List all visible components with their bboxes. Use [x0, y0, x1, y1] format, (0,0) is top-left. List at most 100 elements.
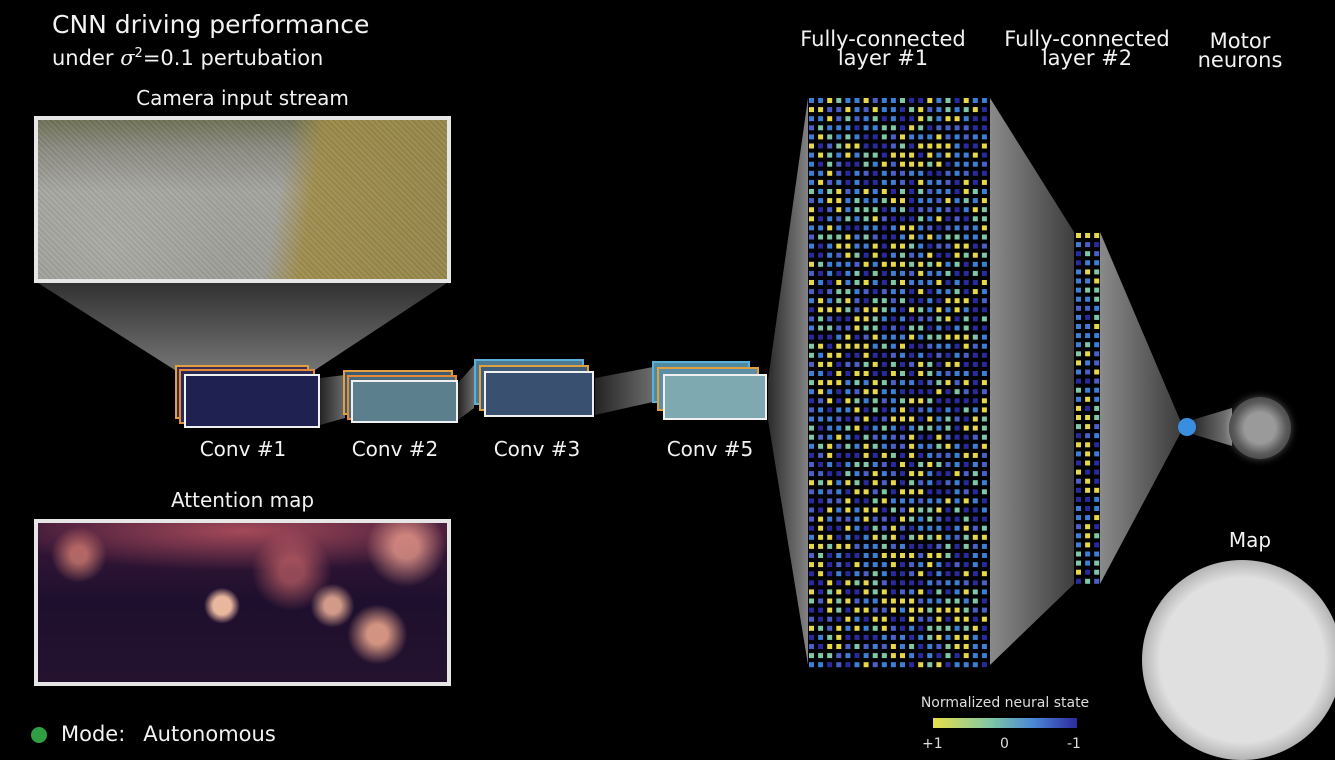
neuron — [900, 489, 905, 495]
neuron — [972, 562, 978, 568]
neuron — [845, 553, 851, 558]
neuron — [918, 107, 924, 113]
neuron — [818, 653, 824, 659]
neuron — [881, 398, 887, 404]
neuron — [909, 207, 915, 213]
neuron — [963, 398, 969, 404]
neuron — [945, 534, 951, 540]
neuron — [863, 616, 869, 622]
neuron — [918, 480, 924, 486]
neuron — [927, 316, 933, 322]
neuron — [909, 516, 915, 522]
neuron — [827, 307, 833, 313]
neuron — [845, 516, 851, 522]
neuron — [836, 471, 842, 477]
neuron — [945, 507, 951, 513]
neuron — [854, 189, 860, 194]
neuron — [890, 189, 896, 194]
neuron — [863, 361, 869, 367]
neuron — [972, 280, 978, 285]
neuron — [854, 225, 860, 231]
neuron — [981, 562, 987, 568]
neuron — [863, 589, 869, 595]
neuron — [1076, 233, 1081, 238]
neuron — [836, 98, 842, 103]
neuron — [809, 198, 814, 204]
neuron — [818, 161, 824, 167]
neuron — [818, 116, 824, 122]
neuron — [881, 152, 887, 158]
neuron — [900, 298, 905, 304]
neuron — [818, 425, 824, 431]
neuron — [918, 580, 924, 586]
neuron — [972, 234, 978, 240]
neuron — [972, 98, 978, 103]
neuron — [854, 634, 860, 640]
conv5-stack — [652, 361, 767, 420]
neuron — [900, 125, 905, 131]
neuron — [872, 107, 878, 113]
neuron — [827, 270, 833, 276]
neuron — [890, 380, 896, 386]
neuron — [881, 289, 887, 295]
neuron — [1085, 487, 1091, 493]
neuron — [818, 471, 824, 477]
neuron — [918, 562, 924, 568]
neuron — [918, 498, 924, 504]
neuron — [927, 634, 933, 640]
neuron — [945, 170, 951, 176]
neuron — [881, 634, 887, 640]
neuron — [981, 398, 987, 404]
neuron — [1085, 378, 1091, 384]
neuron — [945, 125, 951, 131]
neuron — [845, 198, 851, 204]
neuron — [909, 343, 915, 349]
neuron — [845, 598, 851, 604]
neuron — [945, 243, 951, 249]
neuron — [836, 616, 842, 622]
neuron — [827, 98, 833, 103]
neuron — [909, 316, 915, 322]
neuron — [981, 261, 987, 267]
neuron — [890, 525, 896, 531]
neuron — [909, 389, 915, 395]
neuron — [1094, 314, 1100, 320]
neuron — [963, 589, 969, 595]
neuron — [936, 625, 942, 631]
neuron — [854, 334, 860, 340]
neuron — [963, 380, 969, 386]
neuron — [927, 598, 933, 604]
neuron — [863, 553, 869, 558]
neuron — [927, 589, 933, 595]
neuron — [963, 98, 969, 103]
neuron — [854, 598, 860, 604]
neuron — [881, 589, 887, 595]
steering-wheel-icon — [1229, 397, 1291, 459]
neuron — [872, 234, 878, 240]
neuron — [936, 653, 942, 659]
neuron — [809, 352, 814, 358]
neuron — [918, 261, 924, 267]
neuron — [1085, 405, 1091, 411]
neuron — [1085, 387, 1091, 393]
neuron — [972, 616, 978, 622]
colorbar-tick-left: +1 — [922, 736, 943, 752]
neuron — [863, 534, 869, 540]
neuron — [872, 361, 878, 367]
neuron — [854, 434, 860, 440]
neuron — [972, 107, 978, 113]
neuron — [945, 653, 951, 659]
neuron — [845, 525, 851, 531]
neuron — [827, 516, 833, 522]
neuron — [890, 371, 896, 376]
neuron — [872, 525, 878, 531]
neuron — [963, 352, 969, 358]
neuron — [963, 434, 969, 440]
neuron — [900, 161, 905, 167]
neuron — [909, 562, 915, 568]
neuron — [963, 189, 969, 194]
neuron — [909, 334, 915, 340]
neuron — [936, 498, 942, 504]
neuron — [809, 234, 814, 240]
neuron — [836, 289, 842, 295]
